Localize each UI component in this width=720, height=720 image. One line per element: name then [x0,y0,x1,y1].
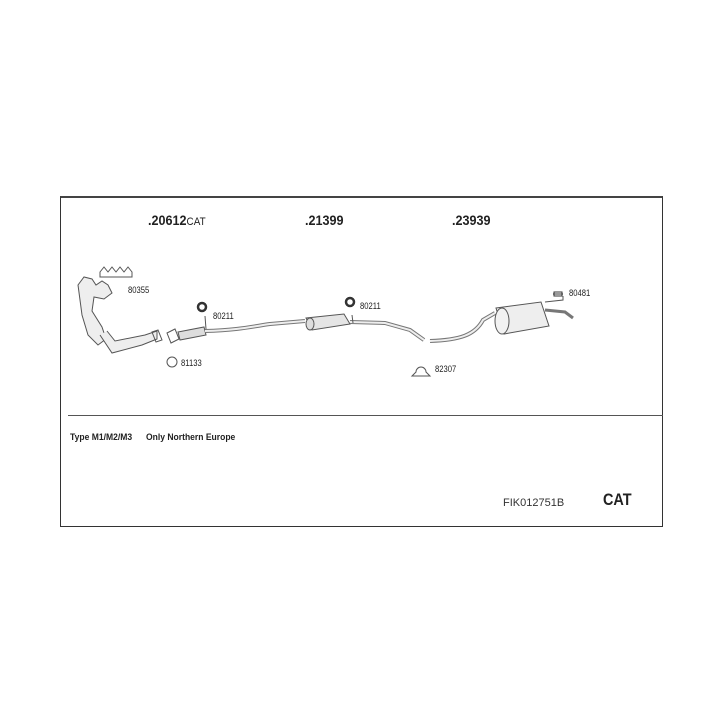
front-pipe [166,328,180,344]
divider [68,415,663,416]
hanger-icon [196,301,208,330]
kit-code: FIK012751B [503,497,565,509]
clamp-icon [410,366,432,377]
group-number-middle: .21399 [305,212,344,228]
cat-badge: CAT [603,490,632,509]
part-label: 80355 [128,285,150,295]
part-label: 81133 [181,358,202,368]
exhaust-manifold-catalyst [77,276,113,346]
region-note: Only Northern Europe [146,432,236,443]
rubber-mount-icon [553,291,563,297]
group-number-rear: .23939 [452,212,491,228]
part-label: 80211 [213,311,234,321]
part-label: 80211 [360,301,381,311]
manifold-gasket [99,266,133,278]
type-note: Type M1/M2/M3 [70,432,133,443]
group-number-front: .20612CAT [148,212,206,228]
part-label: 80481 [569,288,591,298]
diagram-frame [60,196,663,527]
part-label: 82307 [435,364,457,374]
ring-icon [166,356,178,368]
hanger-icon [344,296,356,324]
part-number: .20612 [148,212,187,228]
cat-suffix: CAT [186,216,206,228]
